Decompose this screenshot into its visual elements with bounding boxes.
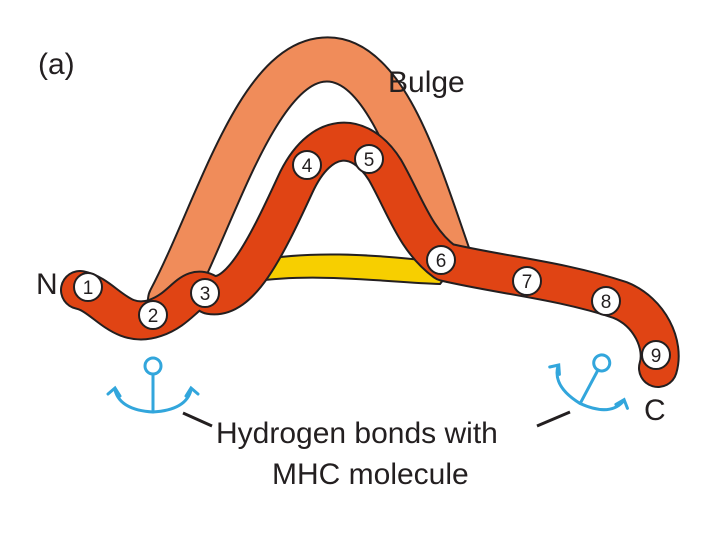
leader-line-left	[182, 411, 213, 428]
svg-text:2: 2	[148, 306, 159, 327]
bulge-label: Bulge	[388, 66, 465, 99]
residue-6: 6	[426, 245, 456, 275]
residue-4: 4	[292, 150, 322, 180]
residue-1: 1	[73, 272, 103, 302]
svg-text:3: 3	[200, 284, 211, 305]
svg-text:5: 5	[364, 150, 375, 171]
residue-3: 3	[190, 278, 220, 308]
residue-7: 7	[512, 266, 542, 296]
peptide-backbone	[62, 123, 678, 386]
caption-line-1: Hydrogen bonds with	[216, 417, 498, 450]
bulge-shadow-fill	[149, 38, 471, 321]
caption-line-2: MHC molecule	[272, 458, 469, 491]
residue-2: 2	[138, 300, 168, 330]
residue-8: 8	[591, 286, 621, 316]
c-terminus-label: C	[644, 394, 666, 427]
anchor-icon	[106, 356, 200, 414]
svg-text:9: 9	[651, 346, 662, 367]
svg-text:4: 4	[302, 156, 313, 177]
svg-text:7: 7	[522, 272, 533, 293]
panel-label: (a)	[38, 48, 75, 81]
residue-9: 9	[641, 340, 671, 370]
residue-5: 5	[354, 144, 384, 174]
anchor-icon	[548, 353, 629, 412]
leader-line-right	[536, 410, 571, 428]
svg-text:1: 1	[83, 278, 94, 299]
svg-text:6: 6	[436, 251, 447, 272]
n-terminus-label: N	[36, 268, 58, 301]
svg-text:8: 8	[601, 292, 612, 313]
